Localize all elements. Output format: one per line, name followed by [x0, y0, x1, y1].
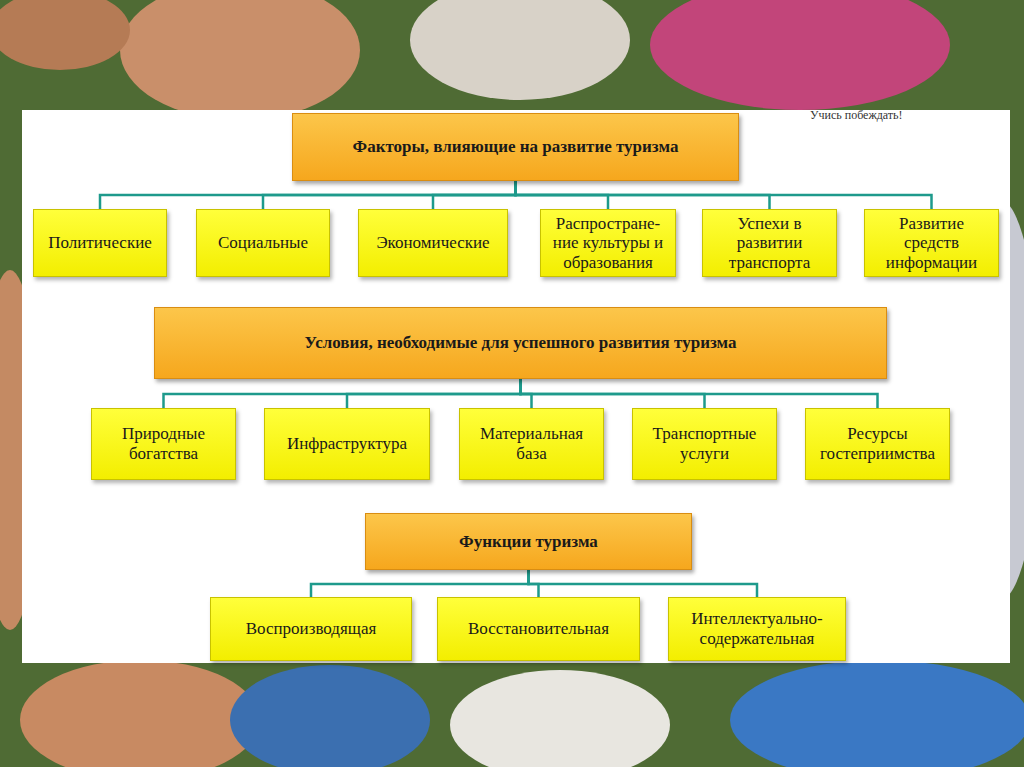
item-box: Развитие средств информации — [864, 209, 999, 277]
item-box: Восстановительная — [437, 597, 640, 661]
box-text: Транспортные услуги — [639, 424, 770, 463]
box-text: Ресурсы гостеприимства — [812, 424, 943, 463]
tree-connector — [529, 570, 758, 597]
box-text: Экономические — [376, 233, 489, 253]
header-box: Функции туризма — [365, 513, 692, 570]
box-text: Функции туризма — [459, 532, 598, 552]
box-text: Политические — [48, 233, 152, 253]
child-figure — [120, 0, 360, 120]
box-text: Интеллектуально-содержательная — [675, 609, 839, 648]
item-box: Транспортные услуги — [632, 408, 777, 480]
box-text: Успехи в развитии транспорта — [709, 214, 830, 273]
tree-connector — [347, 379, 521, 408]
box-text: Условия, необходимые для успешного разви… — [305, 333, 737, 353]
item-box: Политические — [33, 209, 167, 277]
item-box: Интеллектуально-содержательная — [668, 597, 846, 661]
box-text: Материальная база — [466, 424, 597, 463]
item-box: Социальные — [196, 209, 330, 277]
item-box: Воспроизводящая — [210, 597, 412, 661]
motto-text: Учись побеждать! — [810, 108, 903, 123]
box-text: Социальные — [218, 233, 308, 253]
child-clothes — [410, 0, 630, 100]
box-text: Воспроизводящая — [246, 619, 377, 639]
item-box: Ресурсы гостеприимства — [805, 408, 950, 480]
box-text: Инфраструктура — [287, 434, 407, 454]
tree-connector — [164, 379, 521, 408]
box-text: Развитие средств информации — [871, 214, 992, 273]
child-clothes — [650, 0, 950, 110]
box-text: Распростране- ние культуры и образования — [547, 214, 669, 273]
item-box: Инфраструктура — [264, 408, 430, 480]
child-figure — [20, 660, 260, 767]
item-box: Распростране- ние культуры и образования — [540, 209, 676, 277]
box-text: Природные богатства — [98, 424, 229, 463]
tree-connector — [100, 181, 516, 209]
child-clothes — [450, 670, 670, 767]
tree-connector — [311, 570, 529, 597]
child-clothes — [730, 660, 1024, 767]
item-box: Материальная база — [459, 408, 604, 480]
item-box: Природные богатства — [91, 408, 236, 480]
tree-connector — [521, 379, 878, 408]
white-panel — [22, 110, 1010, 663]
child-figure — [0, 0, 130, 70]
item-box: Успехи в развитии транспорта — [702, 209, 837, 277]
box-text: Восстановительная — [468, 619, 609, 639]
item-box: Экономические — [358, 209, 508, 277]
tree-connector — [516, 181, 932, 209]
tree-connector — [263, 181, 516, 209]
child-clothes — [230, 665, 430, 767]
tree-connector — [433, 181, 516, 209]
header-box: Факторы, влияющие на развитие туризма — [292, 113, 739, 181]
header-box: Условия, необходимые для успешного разви… — [154, 307, 887, 379]
box-text: Факторы, влияющие на развитие туризма — [353, 137, 679, 157]
